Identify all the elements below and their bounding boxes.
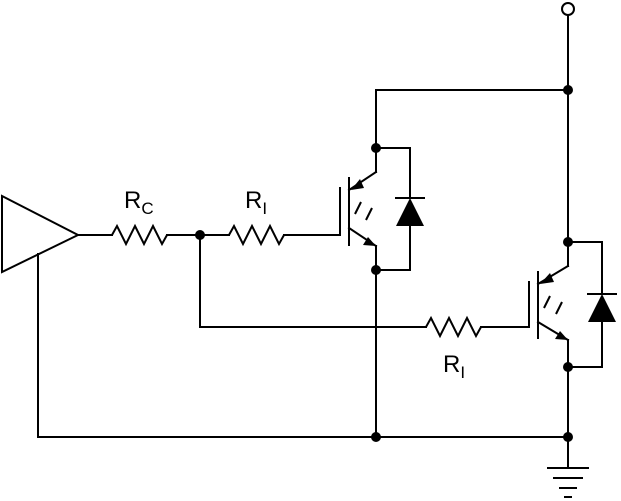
resistor-ri-top bbox=[228, 223, 341, 247]
gate-branch-wire bbox=[199, 234, 427, 328]
junction-dot bbox=[371, 143, 381, 153]
ground-bus bbox=[37, 366, 569, 469]
rc-label: RC bbox=[124, 187, 154, 218]
igbt-low-side bbox=[528, 241, 570, 368]
junction-dot bbox=[563, 85, 573, 95]
supply-terminal bbox=[561, 2, 575, 91]
driver-amplifier bbox=[1, 194, 113, 438]
freewheel-diode-low bbox=[567, 241, 617, 368]
ground-icon bbox=[547, 467, 589, 498]
ri-top-label: RI bbox=[245, 187, 267, 218]
resistor-rc bbox=[111, 223, 230, 247]
supply-rail bbox=[375, 89, 569, 243]
freewheel-diode-high bbox=[375, 147, 425, 271]
junction-dot bbox=[563, 237, 573, 247]
igbt-high-side bbox=[339, 147, 378, 271]
junction-dot bbox=[371, 432, 381, 442]
resistor-ri-bottom bbox=[425, 315, 530, 339]
junction-dot bbox=[563, 432, 573, 442]
ri-bottom-label: RI bbox=[443, 351, 465, 382]
